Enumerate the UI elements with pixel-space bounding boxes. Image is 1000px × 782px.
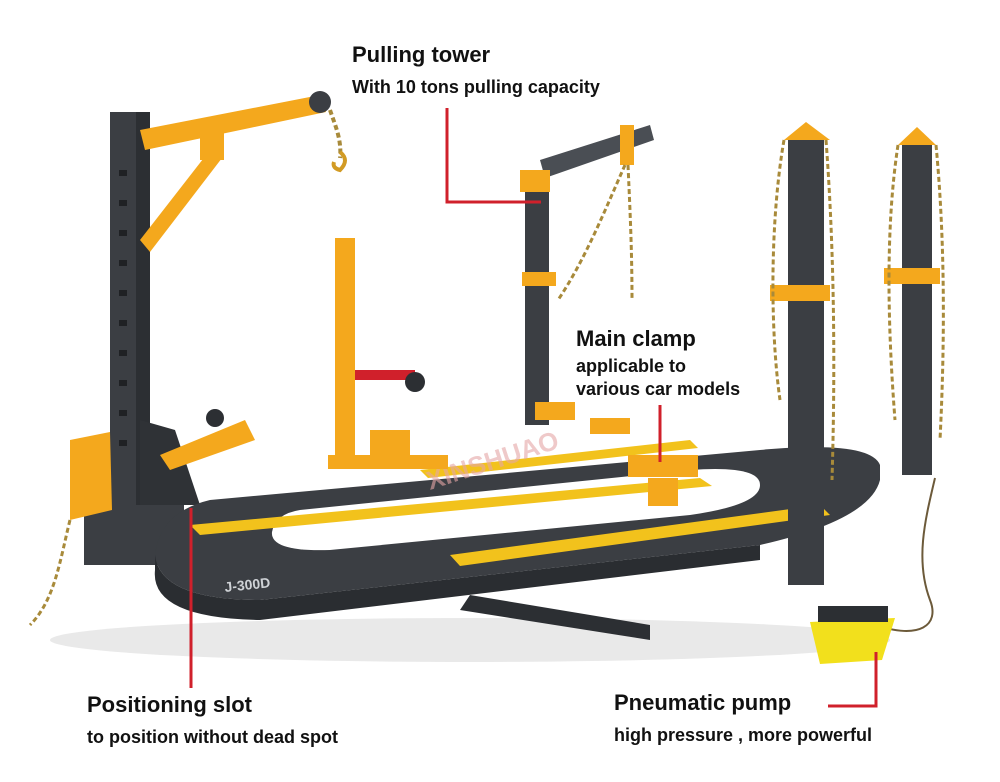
main-clamp-subtitle-line1: applicable to	[576, 356, 687, 376]
right-columns	[770, 122, 945, 585]
frame-platform: J-300D	[154, 440, 880, 620]
main-clamp-subtitle-line2: various car models	[576, 379, 741, 399]
positioning-slot-title: Positioning slot	[87, 692, 252, 717]
pneumatic-pump-subtitle: high pressure , more powerful	[614, 725, 873, 745]
middle-tower	[328, 238, 448, 469]
pneumatic-pump-device	[810, 477, 936, 664]
main-clamp-title: Main clamp	[576, 326, 696, 351]
pointer-lines	[189, 108, 878, 708]
platform-model-label: J-300D	[224, 574, 271, 595]
pneumatic-pump-title: Pneumatic pump	[614, 690, 792, 715]
pulling-tower	[520, 125, 654, 425]
pulling-tower-title: Pulling tower	[352, 42, 491, 67]
pulling-tower-subtitle: With 10 tons pulling capacity	[352, 77, 600, 97]
main-clamps	[535, 402, 698, 506]
crane-arm	[140, 91, 331, 252]
positioning-slot-subtitle: to position without dead spot	[87, 727, 338, 747]
